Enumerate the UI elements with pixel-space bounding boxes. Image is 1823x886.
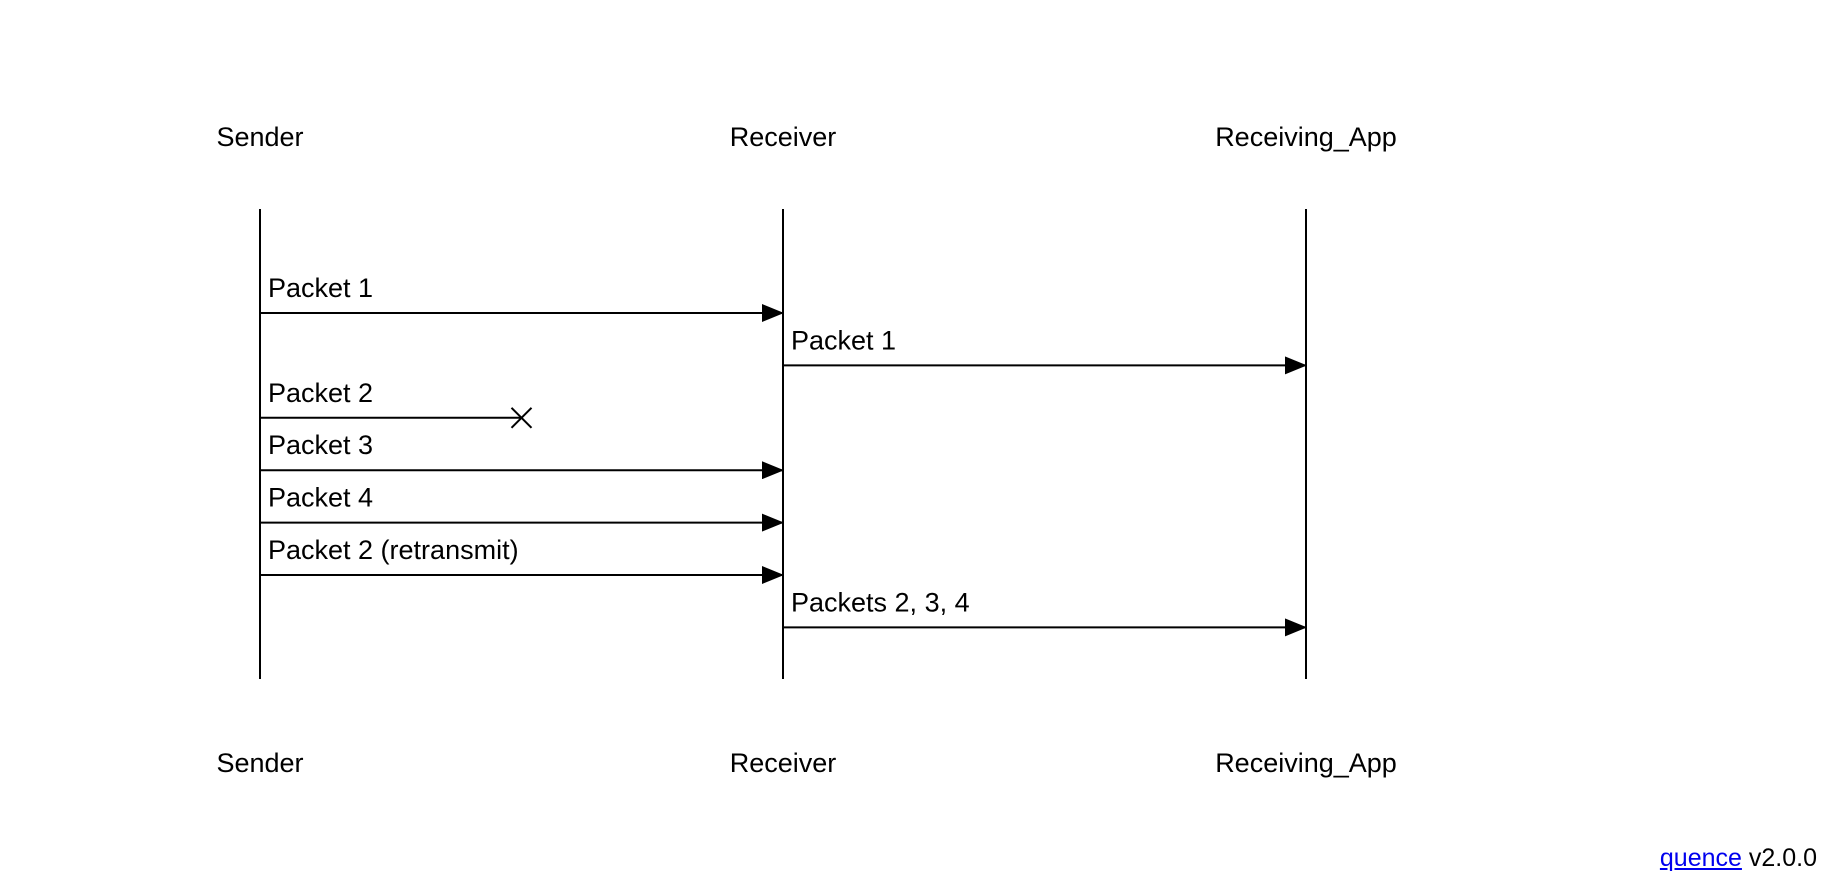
message-label: Packet 1 [791,325,896,355]
participant-bottom-receiver: Receiver [730,748,837,778]
message: Packet 3 [260,430,784,480]
message: Packet 4 [260,483,784,532]
lost-x-icon [510,407,533,429]
message-label: Packets 2, 3, 4 [791,587,970,617]
message: Packet 1 [260,273,784,322]
message-label: Packet 4 [268,483,373,513]
message-label: Packet 1 [268,273,373,303]
participant-bottom-sender: Sender [216,748,303,778]
message-label: Packet 2 [268,378,373,408]
participant-bottom-app: Receiving_App [1215,748,1397,778]
lifelines [259,209,1307,679]
lost-message: Packet 2 [260,378,533,429]
version-text: v2.0.0 [1748,844,1817,872]
participant-top-app: Receiving_App [1215,122,1397,152]
messages: Packet 1 Packet 1 Packet 2 Packet 3 Packet 4… [260,273,1307,637]
participant-labels-top: Sender Receiver Receiving_App [216,122,1396,152]
message-label: Packet 2 (retransmit) [268,535,519,565]
message-label: Packet 3 [268,430,373,460]
participant-top-sender: Sender [216,122,303,152]
footer: quence v2.0.0 [1660,843,1817,873]
quence-link[interactable]: quence [1659,844,1742,872]
message: Packet 2 (retransmit) [260,535,784,584]
participant-labels-bottom: Sender Receiver Receiving_App [216,748,1396,778]
participant-top-receiver: Receiver [730,122,837,152]
message: Packet 1 [783,325,1307,375]
message: Packets 2, 3, 4 [783,587,1307,637]
